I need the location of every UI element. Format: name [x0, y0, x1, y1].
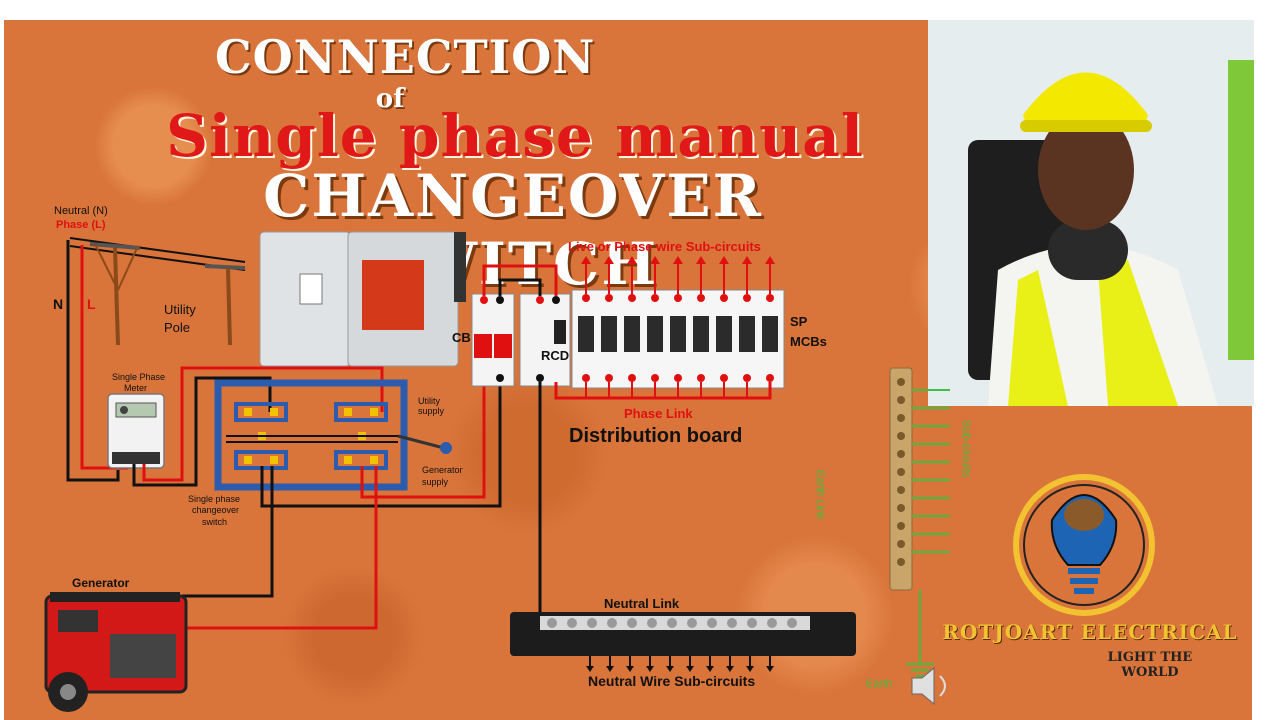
label-neutral-link: Neutral Link [604, 596, 680, 611]
label-distribution-board: Distribution board [569, 425, 743, 447]
label-mcbs: MCBs [790, 334, 827, 349]
presenter-photo [928, 20, 1254, 406]
label-l: L [87, 296, 96, 312]
label-neutral-n: Neutral (N) [54, 205, 108, 217]
title-line-single-phase-manual: Single phase manual [166, 102, 864, 170]
label-sub-circuits: Sub-circuits [960, 420, 972, 478]
presenter-illustration [928, 20, 1254, 406]
label-meter-1: Single Phase [112, 372, 166, 382]
title-line-of: of [375, 84, 405, 114]
label-cb: CB [452, 330, 471, 345]
label-changeover-2: changeover [192, 505, 240, 515]
single-phase-meter [107, 393, 165, 469]
label-changeover-3: switch [202, 517, 228, 527]
neutral-link-bar [510, 612, 856, 672]
label-neutral-subcircuits: Neutral Wire Sub-circuits [588, 673, 756, 689]
isolator-switch [259, 231, 466, 367]
label-utility-pole-1: Utility [164, 302, 196, 317]
brand-slogan: LIGHT THE WORLD [1107, 650, 1193, 680]
generator [44, 592, 188, 712]
label-live-subcircuits: Live or Phase wire Sub-circuits [568, 239, 761, 254]
distribution-board [471, 256, 785, 400]
label-rcd: RCD [541, 348, 570, 363]
label-generator-supply-1: Generator [422, 465, 463, 475]
lightbulb-brain-logo [1013, 474, 1155, 616]
changeover-switch [214, 379, 452, 491]
earth-link-bar [889, 367, 950, 677]
neutral-service-wire [66, 240, 120, 482]
label-earth-link: Earth Link [814, 470, 826, 520]
label-utility-supply-1: Utility [418, 396, 440, 406]
label-phase-l: Phase (L) [56, 219, 106, 231]
title-line-connection: CONNECTION [215, 30, 596, 84]
brand-name: ROTJOART ELECTRICAL [942, 620, 1238, 644]
label-earth: Earth [866, 678, 893, 690]
label-changeover-1: Single phase [188, 494, 241, 504]
label-n: N [53, 296, 64, 312]
label-sp: SP [790, 314, 808, 329]
speaker-mute-icon[interactable] [911, 666, 946, 706]
label-generator: Generator [72, 576, 130, 590]
label-meter-2: Meter [124, 383, 148, 393]
label-utility-pole-2: Pole [164, 320, 191, 335]
utility-pole [69, 237, 246, 346]
label-utility-supply-2: supply [418, 406, 445, 416]
label-phase-link: Phase Link [624, 406, 693, 421]
label-generator-supply-2: supply [422, 477, 449, 487]
